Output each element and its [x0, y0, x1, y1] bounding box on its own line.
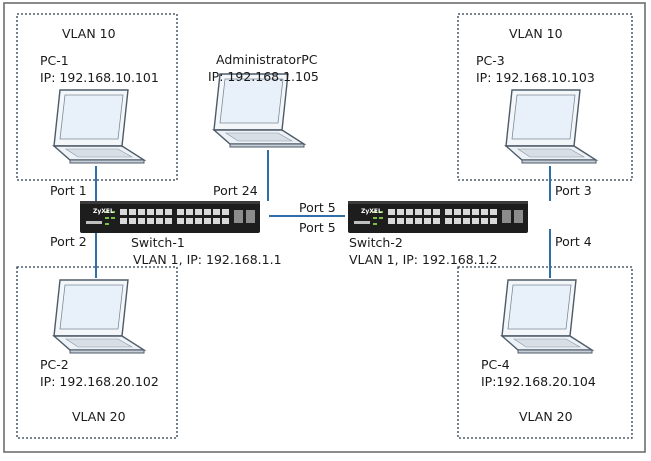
switch2-brand-label: ZyXEL — [361, 208, 382, 215]
port24-label: Port 24 — [213, 183, 258, 198]
pc4-name: PC-4 — [481, 357, 510, 372]
pc1-ip: IP: 192.168.10.101 — [40, 70, 159, 85]
port2-label: Port 2 — [50, 234, 87, 249]
pc2-name: PC-2 — [40, 357, 69, 372]
switch2-port5-label: Port 5 — [299, 220, 336, 235]
links — [95, 150, 551, 278]
switch1-info: VLAN 1, IP: 192.168.1.1 — [133, 252, 282, 267]
admin-pc-name: AdministratorPC — [216, 52, 318, 67]
pc1-name: PC-1 — [40, 53, 69, 68]
pc3-name: PC-3 — [476, 53, 505, 68]
vlan-label-top-right: VLAN 10 — [509, 26, 563, 41]
admin-pc-ip: IP: 192.168.1.105 — [208, 69, 319, 84]
vlan-box-bottom-right — [457, 266, 633, 439]
port3-label: Port 3 — [555, 183, 592, 198]
switch1-port5-label: Port 5 — [299, 200, 336, 215]
switch1-icon — [80, 201, 260, 233]
vlan-label-top-left: VLAN 10 — [62, 26, 116, 41]
pc3-ip: IP: 192.168.10.103 — [476, 70, 595, 85]
port4-label: Port 4 — [555, 234, 592, 249]
pc4-ip: IP:192.168.20.104 — [481, 374, 596, 389]
pc2-ip: IP: 192.168.20.102 — [40, 374, 159, 389]
port1-label: Port 1 — [50, 183, 87, 198]
vlan-label-bottom-right: VLAN 20 — [519, 409, 573, 424]
vlan-box-top-right — [457, 13, 633, 181]
switch2-name: Switch-2 — [349, 235, 403, 250]
vlan-label-bottom-left: VLAN 20 — [72, 409, 126, 424]
switch2-info: VLAN 1, IP: 192.168.1.2 — [349, 252, 498, 267]
switch1-brand-label: ZyXEL — [93, 208, 114, 215]
switch2-icon — [348, 201, 528, 233]
switch1-name: Switch-1 — [131, 235, 185, 250]
